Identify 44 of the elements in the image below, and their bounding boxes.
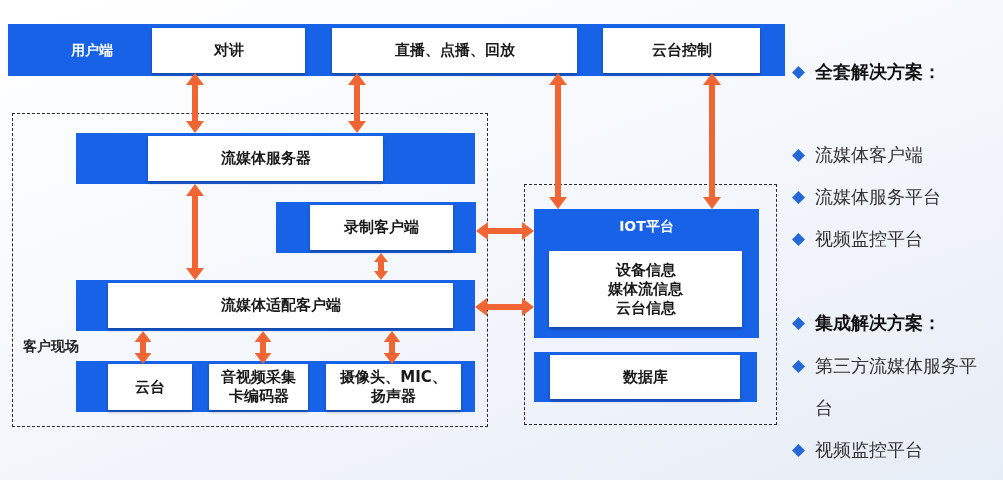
double-arrow	[374, 253, 388, 280]
platform-title: IOT平台	[618, 217, 675, 236]
module-label-panel: 流媒体服务器	[148, 136, 383, 181]
list-text: 视频监控平台	[815, 228, 924, 251]
device-bar	[76, 361, 475, 412]
device-box: 云台	[108, 364, 192, 410]
module-band	[76, 280, 475, 331]
function-box: 云台控制	[603, 28, 760, 73]
list-text: 第三方流媒体服务平台	[815, 355, 978, 420]
double-arrow	[475, 298, 534, 316]
double-arrow	[476, 222, 534, 240]
list-heading: 全套解决方案：	[815, 61, 942, 84]
module-band	[276, 202, 476, 253]
info-panel	[549, 251, 742, 327]
list-text: 流媒体服务平台	[815, 186, 942, 209]
function-box: 直播、点播、回放	[332, 28, 577, 73]
module-band	[534, 352, 757, 402]
double-arrow	[134, 331, 152, 364]
double-arrow	[703, 73, 721, 209]
info-line: 云台信息	[615, 298, 676, 318]
group-title: 客户现场	[23, 337, 80, 356]
module-label-panel: 数据库	[550, 355, 740, 399]
function-box: 对讲	[152, 28, 305, 73]
platform-band	[534, 209, 759, 338]
device-box: 音视频采集卡编码器	[209, 364, 308, 410]
info-line: 设备信息	[615, 260, 676, 280]
list-text: 视频监控平台	[815, 439, 924, 462]
list-text: 流媒体客户端	[815, 144, 924, 167]
double-arrow	[254, 331, 272, 364]
dashed-group-frame	[12, 113, 488, 427]
double-arrow	[186, 184, 204, 280]
info-line: 媒体流信息	[608, 279, 683, 299]
double-arrow	[383, 331, 401, 364]
dashed-group-frame	[524, 184, 777, 425]
module-label-panel: 流媒体适配客户端	[108, 283, 453, 328]
module-band	[76, 133, 475, 184]
list-heading: 集成解决方案：	[815, 312, 942, 335]
double-arrow	[549, 73, 567, 209]
double-arrow	[348, 73, 366, 133]
double-arrow	[186, 73, 204, 133]
module-label-panel: 录制客户端	[310, 205, 453, 250]
client-bar	[8, 24, 785, 76]
bar-title: 用户端	[70, 41, 114, 60]
device-box: 摄像头、MIC、扬声器	[326, 364, 461, 410]
